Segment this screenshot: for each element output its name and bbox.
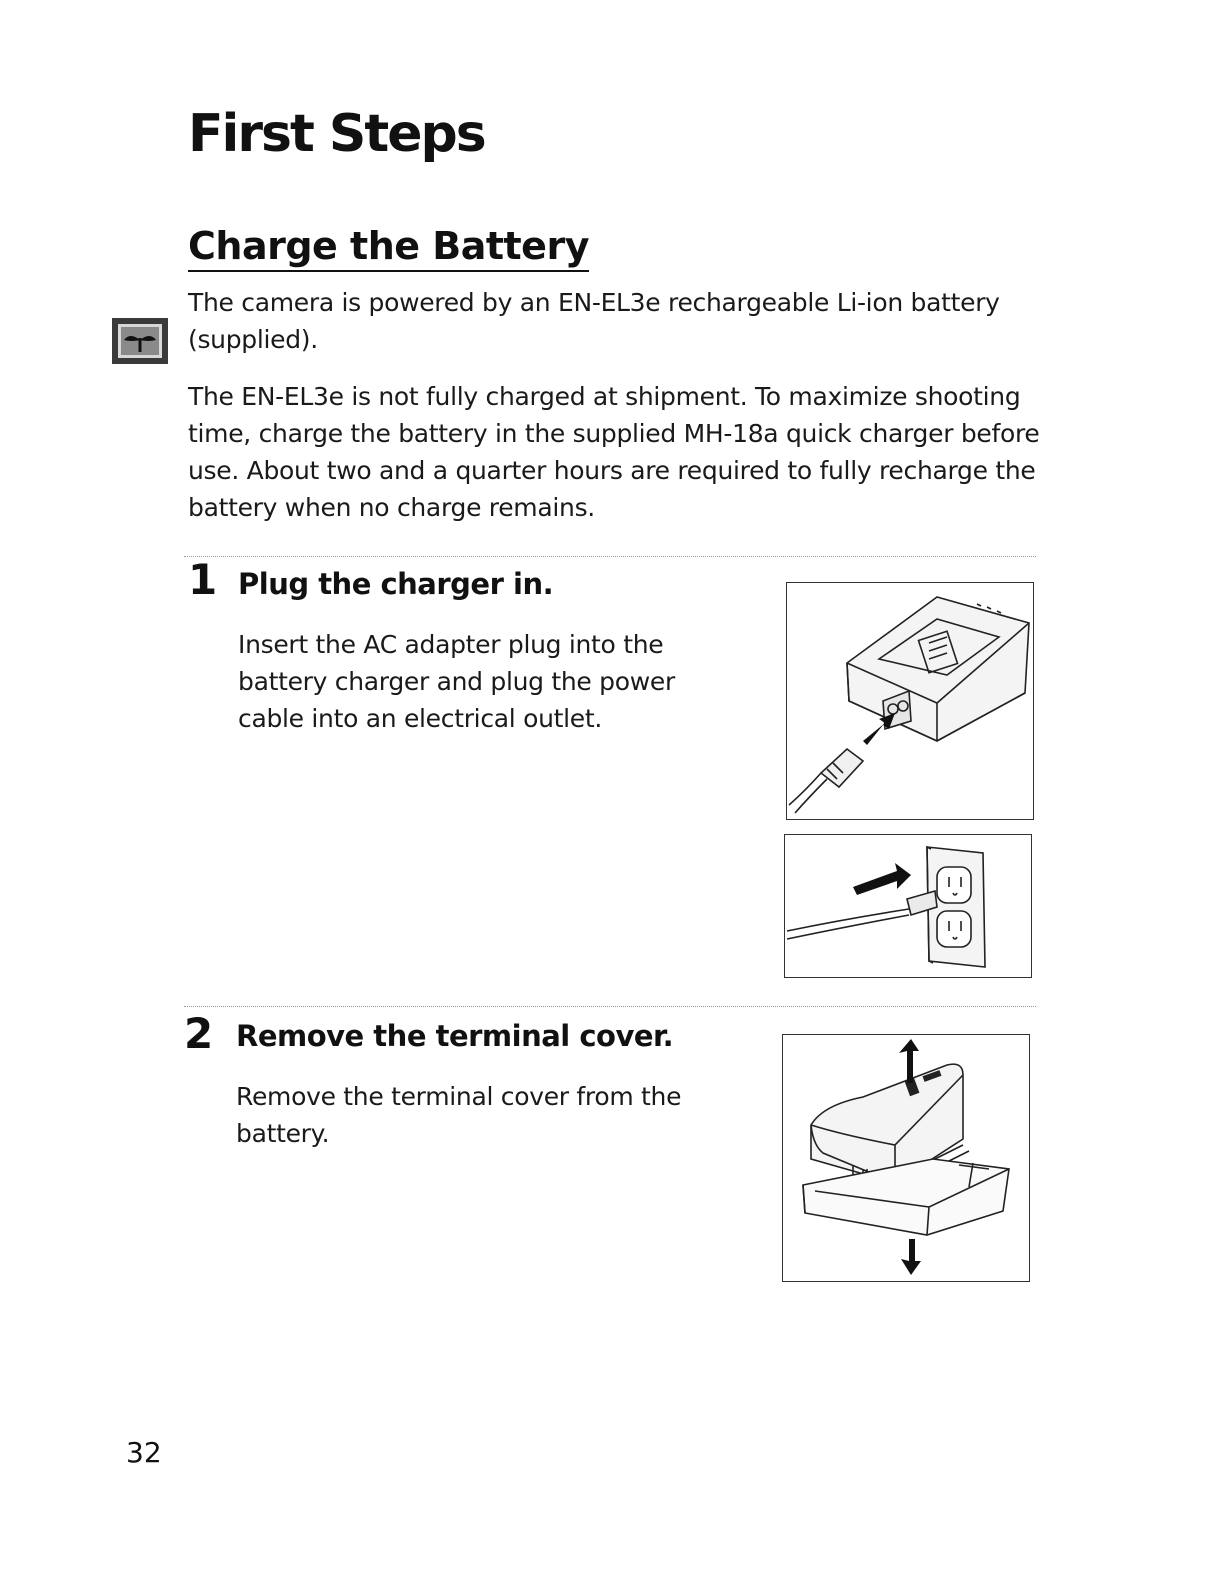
section-title: Charge the Battery <box>188 222 589 272</box>
battery-charger-illustration <box>786 582 1034 820</box>
step-text: Insert the AC adapter plug into the batt… <box>238 630 675 733</box>
step-number: 1 <box>188 555 218 604</box>
step-divider <box>184 556 1036 557</box>
step-number: 2 <box>184 1009 214 1058</box>
first-steps-tab-icon <box>112 318 168 364</box>
wall-outlet-illustration <box>784 834 1032 978</box>
step-title: Plug the charger in. <box>238 567 554 601</box>
step-divider <box>184 1006 1036 1007</box>
step-title: Remove the terminal cover. <box>236 1019 674 1053</box>
step-text: Remove the terminal cover from the batte… <box>236 1082 682 1148</box>
intro-paragraph-2: The EN-EL3e is not fully charged at ship… <box>188 382 1040 522</box>
page-number: 32 <box>126 1436 162 1469</box>
page-title: First Steps <box>188 104 487 164</box>
intro-paragraph-1: The camera is powered by an EN-EL3e rech… <box>188 288 1000 354</box>
battery-terminal-cover-illustration <box>782 1034 1030 1282</box>
